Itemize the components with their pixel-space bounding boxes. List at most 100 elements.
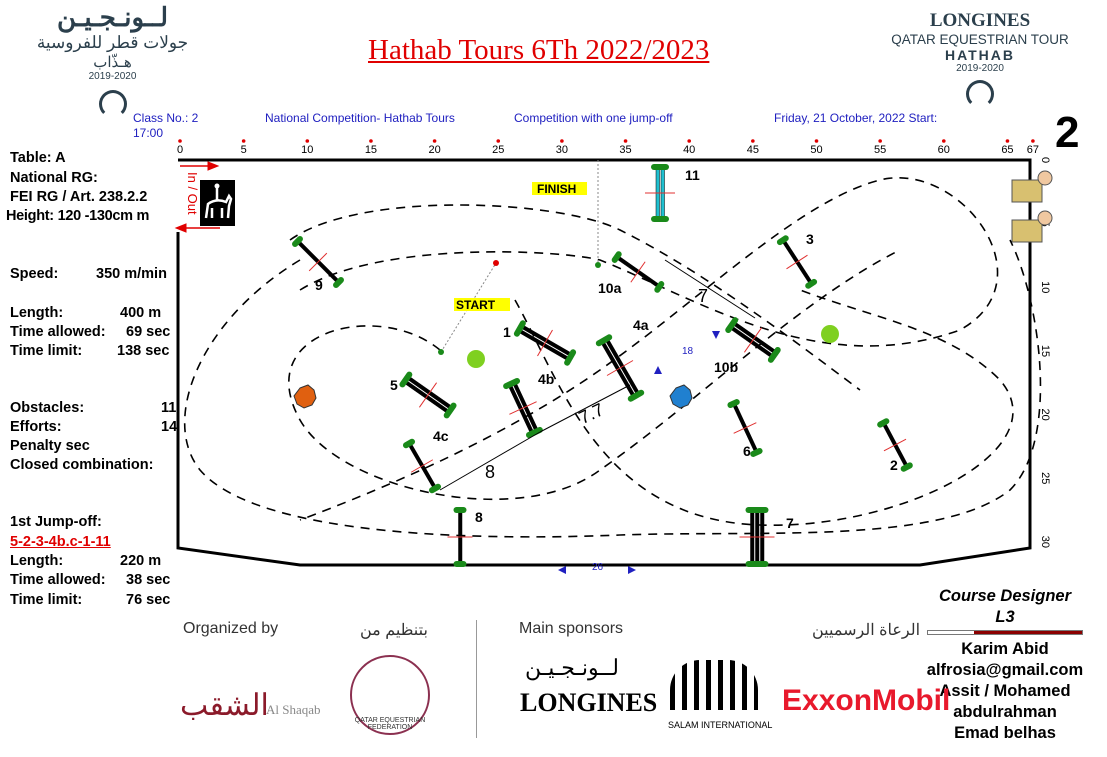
distance-label: 26	[592, 562, 604, 573]
x-tick-label: 30	[556, 144, 568, 156]
salam-logo: SALAM INTERNATIONAL	[668, 720, 773, 730]
fence-2[interactable]	[871, 414, 919, 475]
logo-years: 2019-2020	[956, 63, 1004, 74]
fence-number: 6	[743, 443, 751, 459]
closed-combination-label: Closed combination:	[10, 457, 154, 473]
y-tick-label: 25	[1039, 472, 1051, 484]
fence-3[interactable]	[771, 231, 824, 293]
longines-ar: لــونـجـيـن	[525, 655, 620, 680]
x-tick-label: 45	[747, 144, 759, 156]
x-tick-label: 40	[683, 144, 695, 156]
organized-by-label: Organized by	[183, 620, 279, 637]
fence-number: 4a	[633, 317, 649, 333]
time-limit-value: 138 sec	[117, 343, 170, 359]
fence-10a[interactable]	[607, 245, 669, 299]
fence-4b[interactable]	[497, 374, 550, 441]
fence-7[interactable]	[739, 507, 775, 567]
in-out-label: In / Out	[185, 172, 200, 215]
x-tick-label: 55	[874, 144, 886, 156]
x-tick-label: 60	[938, 144, 950, 156]
x-tick-label: 10	[301, 144, 313, 156]
efforts-value: 14	[161, 419, 178, 435]
main-sponsors-ar: الرعاة الرسميين	[812, 622, 921, 639]
designer-level: L3	[995, 608, 1015, 626]
longines-logo: LONGINES	[520, 688, 658, 717]
obstacles-value: 11	[161, 400, 177, 416]
x-tick-label: 65	[1001, 144, 1013, 156]
fence-11[interactable]	[645, 164, 675, 222]
logo-left: لــونـجـيـن جولات قطر للفروسية هـذّاب 20…	[20, 2, 205, 118]
fence-8[interactable]	[447, 507, 473, 567]
y-tick-label: 15	[1039, 345, 1051, 357]
fence-number: 8	[475, 509, 483, 525]
qef-logo: QATAR EQUESTRIAN FEDERATION	[350, 655, 430, 735]
finish-label: FINISH	[537, 182, 576, 196]
fence-1[interactable]	[510, 314, 580, 372]
jo-length-value: 220 m	[120, 553, 162, 569]
horseshoe-icon	[966, 80, 994, 108]
in-out-gate	[174, 161, 220, 233]
penalty-label: Penalty sec	[10, 438, 90, 454]
competition-type: Competition with one jump-off	[514, 111, 673, 125]
logo-right: LONGINES QATAR EQUESTRIAN TOUR HATHAB 20…	[875, 10, 1085, 108]
distance-label: 7	[698, 286, 708, 306]
speed-label: Speed:	[10, 266, 59, 282]
national-rg: National RG:	[10, 170, 98, 186]
fence-9[interactable]	[287, 231, 350, 294]
logo-tour: QATAR EQUESTRIAN TOUR	[891, 32, 1069, 47]
jo-length-label: Length:	[10, 553, 64, 569]
arena-border	[176, 158, 1032, 567]
y-tick-label: 0	[1039, 157, 1051, 163]
rider-icon	[200, 180, 235, 226]
plant-decoration	[467, 325, 839, 368]
assistant-line: Emad belhas	[954, 724, 1056, 742]
designer-name: Karim Abid	[961, 640, 1049, 658]
alshaqab-logo: الشقب	[180, 689, 269, 722]
fence-4c[interactable]	[397, 435, 448, 498]
class-number: 2	[1055, 108, 1080, 157]
class-time: 17:00	[133, 126, 164, 140]
start-label: START	[456, 298, 496, 312]
competition-date: Friday, 21 October, 2022 Start:	[774, 111, 938, 125]
x-tick-label: 20	[428, 144, 440, 156]
x-tick-mark	[369, 139, 373, 143]
course-route	[183, 177, 1042, 538]
fence-number: 11	[685, 167, 700, 183]
fence-6[interactable]	[721, 396, 769, 461]
y-tick-label: 20	[1039, 408, 1051, 420]
judge-booth-icon	[1011, 210, 1053, 243]
competition-name: National Competition- Hathab Tours	[265, 111, 455, 125]
jo-time-limit-value: 76 sec	[126, 592, 171, 608]
judge-booth-icon	[1011, 170, 1053, 203]
fei-rg: FEI RG / Art. 238.2.2	[10, 189, 148, 205]
fence-number: 5	[390, 377, 398, 393]
x-tick-mark	[687, 139, 691, 143]
assistant-line: Assit / Mohamed	[939, 682, 1071, 700]
x-tick-mark	[942, 139, 946, 143]
fence-5[interactable]	[395, 366, 461, 425]
fence-10b[interactable]	[721, 311, 786, 369]
x-tick-label: 67	[1027, 144, 1039, 156]
fence-number: 2	[890, 457, 898, 473]
time-allowed-label: Time allowed:	[10, 324, 106, 340]
x-tick-label: 0	[177, 144, 183, 156]
speed-value: 350 m/min	[96, 266, 167, 282]
course-designer: Course Designer L3 Karim Abid alfrosia@g…	[915, 586, 1095, 744]
horseshoe-icon	[98, 90, 127, 118]
distance-label: 8	[485, 462, 495, 482]
jo-time-allowed-label: Time allowed:	[10, 572, 106, 588]
fence-4a[interactable]	[590, 330, 651, 406]
table-label: Table: A	[10, 150, 66, 166]
y-tick-label: 30	[1039, 536, 1051, 548]
organized-by-ar: بتنظيم من	[360, 622, 428, 639]
fence-number: 3	[806, 231, 814, 247]
logo-brand: LONGINES	[929, 10, 1031, 31]
jumpoff-route: 5-2-3-4b.c-1-11	[10, 534, 111, 550]
x-tick-mark	[1031, 139, 1035, 143]
designer-email[interactable]: alfrosia@gmail.com	[926, 661, 1084, 679]
salam-emblem	[670, 660, 758, 710]
x-tick-label: 5	[241, 144, 247, 156]
logo-hathab-ar: هـذّاب	[93, 54, 132, 71]
